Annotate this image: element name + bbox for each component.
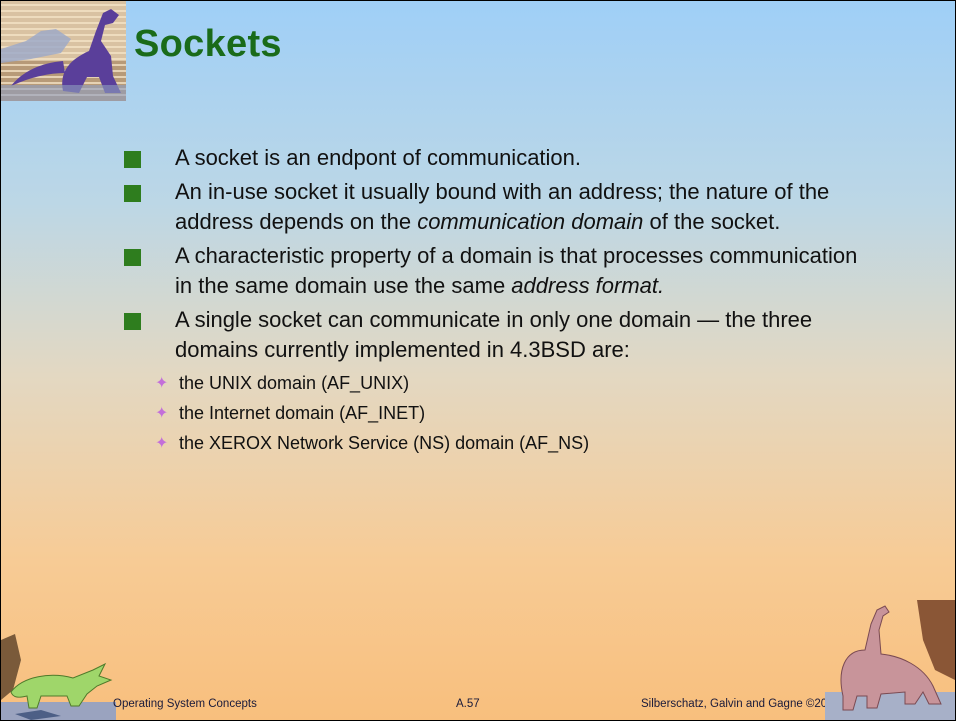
square-bullet-icon (124, 185, 141, 202)
bullet-text: An in-use socket it usually bound with a… (175, 179, 830, 234)
bullet-emphasis: communication domain (417, 209, 644, 234)
bullet-item: A single socket can communicate in only … (116, 305, 876, 365)
sub-bullet-text: the XEROX Network Service (NS) domain (A… (179, 433, 590, 453)
triceratops-icon (1, 634, 116, 720)
brontosaurus-icon (825, 600, 955, 720)
sub-bullet-text: the Internet domain (AF_INET) (179, 403, 426, 423)
bullet-list: A socket is an endpont of communication.… (116, 143, 876, 455)
square-bullet-icon (124, 249, 141, 266)
square-bullet-icon (124, 151, 141, 168)
square-bullet-icon (124, 313, 141, 330)
sub-bullet-item: ✦ the XEROX Network Service (NS) domain … (116, 431, 876, 455)
bullet-text: of the socket. (643, 209, 781, 234)
footer-authors: Silberschatz, Galvin and Gagne ©2002 (641, 698, 840, 710)
footer-course: Operating System Concepts (113, 698, 257, 710)
diamond-star-icon: ✦ (155, 405, 169, 422)
sub-bullet-item: ✦ the Internet domain (AF_INET) (116, 401, 876, 425)
bullet-item: A socket is an endpont of communication. (116, 143, 876, 173)
sub-bullet-text: the UNIX domain (AF_UNIX) (179, 373, 410, 393)
slide-title: Sockets (134, 23, 282, 65)
slide-footer: Operating System Concepts A.57 Silbersch… (1, 600, 955, 720)
diamond-star-icon: ✦ (155, 375, 169, 392)
bullet-text: A socket is an endpont of communication. (175, 145, 582, 170)
bullet-item: An in-use socket it usually bound with a… (116, 177, 876, 237)
bullet-emphasis: address format. (511, 273, 665, 298)
bullet-text: A single socket can communicate in only … (175, 307, 813, 362)
footer-page-number: A.57 (456, 698, 480, 710)
bullet-item: A characteristic property of a domain is… (116, 241, 876, 301)
sub-bullet-item: ✦ the UNIX domain (AF_UNIX) (116, 371, 876, 395)
diamond-star-icon: ✦ (155, 435, 169, 452)
bullet-text: A characteristic property of a domain is… (175, 243, 858, 298)
dinosaur-logo-icon (1, 1, 126, 101)
